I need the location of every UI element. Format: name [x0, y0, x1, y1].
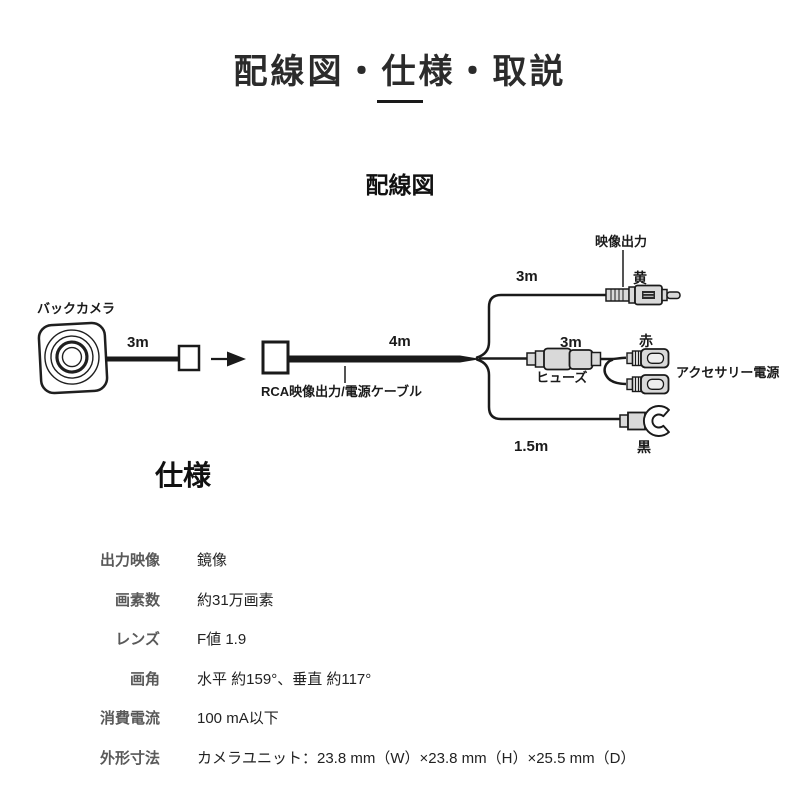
spec-label: 画素数 — [114, 591, 160, 609]
spec-row-output-image: 出力映像 鏡像 — [0, 551, 760, 591]
spade-top-wire — [612, 356, 627, 361]
spec-row-pixel-count: 画素数 約31万画素 — [0, 591, 760, 631]
fork-terminal-icon — [619, 405, 670, 437]
wiring-diagram-heading: 配線図 — [365, 172, 435, 198]
wiring-diagram: バックカメラ 3m 4m RCA映像出力/電源ケーブル 3m 映像出力 黄 3m — [37, 234, 779, 455]
main-cable — [288, 355, 481, 363]
video-branch-wire — [475, 293, 608, 359]
video-output-label: 映像出力 — [595, 234, 647, 249]
spec-value: 鏡像 — [197, 552, 228, 569]
spec-row-current: 消費電流 100 mA以下 — [0, 709, 760, 749]
spec-label: 画角 — [129, 670, 160, 688]
spec-label: 消費電流 — [99, 710, 160, 727]
ground-branch-wire — [475, 358, 622, 421]
video-branch-length: 3m — [516, 268, 538, 285]
page-title: 配線図・仕様・取説 — [233, 53, 567, 91]
ground-connector-color: 黒 — [637, 439, 651, 455]
main-cable-length: 4m — [389, 333, 411, 350]
camera-cable-length: 3m — [127, 334, 149, 351]
spec-value: F値 1.9 — [197, 631, 247, 648]
spec-label: 出力映像 — [99, 552, 160, 569]
video-connector-color: 黄 — [633, 270, 647, 286]
fuse-label: ヒューズ — [536, 370, 587, 385]
arrow-right-icon — [211, 351, 246, 367]
power-connector-color: 赤 — [639, 333, 653, 349]
spec-row-view-angle: 画角 水平 約159°、垂直 約117° — [0, 670, 760, 710]
spec-value: カメラユニット：23.8 mm（W）×23.8 mm（H）×25.5 mm（D） — [197, 749, 636, 767]
accessory-power-label: アクセサリー電源 — [676, 365, 779, 380]
spade-bottom-wire — [603, 358, 627, 386]
spec-value: 100 mA以下 — [197, 710, 279, 727]
spec-label: レンズ — [115, 631, 160, 648]
main-cable-label: RCA映像出力/電源ケーブル — [261, 384, 422, 399]
specs-heading: 仕様 — [155, 460, 212, 491]
camera-label: バックカメラ — [37, 301, 115, 316]
spec-table: 出力映像 鏡像 画素数 約31万画素 レンズ F値 1.9 画角 水平 約159… — [0, 551, 760, 788]
rca-plug-icon — [605, 284, 681, 306]
title-underline — [377, 100, 423, 103]
spec-value: 約31万画素 — [197, 591, 274, 609]
connector-plug-icon — [261, 340, 290, 375]
connector-plug-icon — [177, 344, 201, 372]
spec-label: 外形寸法 — [99, 749, 160, 767]
spec-row-lens: レンズ F値 1.9 — [0, 630, 760, 670]
power-branch-length: 3m — [560, 334, 582, 351]
spade-terminal-icon — [626, 348, 670, 369]
backup-camera-icon — [37, 321, 109, 395]
spec-row-dimensions: 外形寸法 カメラユニット：23.8 mm（W）×23.8 mm（H）×25.5 … — [0, 749, 760, 789]
fuse-holder-icon — [526, 347, 602, 371]
spec-value: 水平 約159°、垂直 約117° — [197, 670, 372, 688]
ground-branch-length: 1.5m — [514, 438, 548, 455]
